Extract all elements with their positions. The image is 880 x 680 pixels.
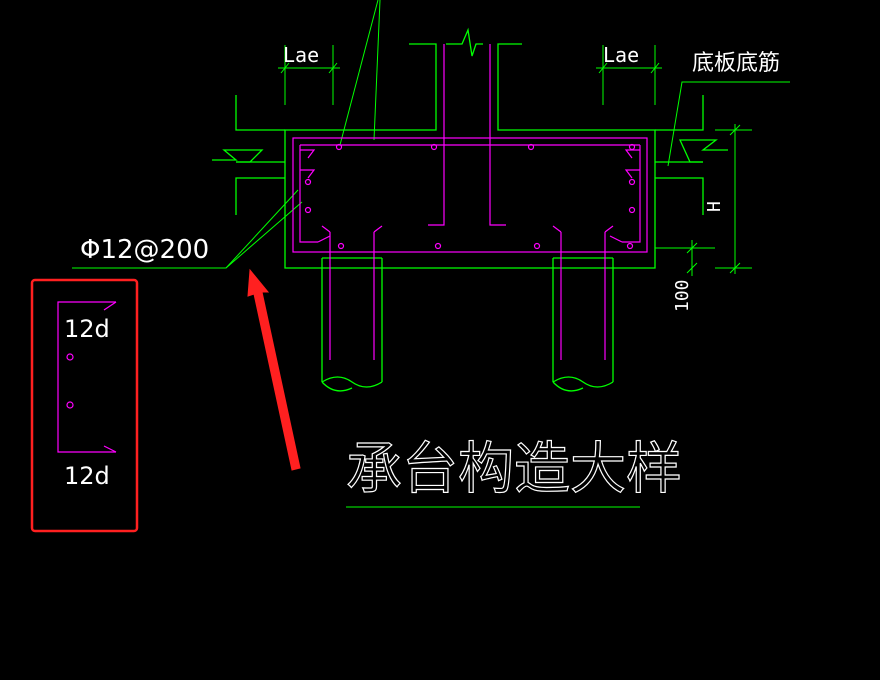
hook-detail [57,301,117,453]
concrete-outline [212,27,728,392]
hook-tr [624,149,640,159]
d100-tick-1 [686,242,698,254]
slab-right-top [655,95,704,131]
hook-detail-dot-2 [66,401,74,409]
top-leader-1 [339,0,379,146]
bottom-plate-rebar-label: 底板底筋 [692,51,780,76]
column-dowel-left [428,44,445,226]
pile-left-break-2 [321,381,353,392]
drawing-title: 承台构造大样 [346,437,682,502]
hook-detail-bottom-hook [103,445,117,453]
hook-tl [300,149,316,159]
rebar-dot [335,143,343,151]
d100-dim-label: 100 [672,279,693,312]
rebar-dot [628,143,636,151]
hook-bl [317,235,331,243]
leader-lines [72,0,790,508]
slab-right-break [678,139,728,163]
top-leader-2 [373,0,381,141]
column-dowel-right [489,44,506,226]
rebar-dot [628,178,636,186]
lae-right-label: Lae [603,43,639,67]
lae-right-tick-2 [650,62,660,74]
slab-left-top [235,95,285,131]
rebar-dot [304,178,312,186]
hook-detail-bar [57,301,116,453]
pile-right-break [552,376,614,388]
bottom-plate-leader [667,81,790,167]
rebar-dot [533,242,541,250]
rebar-dot [527,143,535,151]
hook-detail-top-hook [103,301,117,311]
column-outline-left [284,43,656,269]
rebar-spec-leader-2 [225,189,299,269]
rebar-outer-cage [292,137,648,253]
hook-top-label: 12d [64,315,110,343]
column-break-symbol [446,27,483,57]
h-tick-1 [729,124,741,136]
slab-left-break [212,149,264,163]
pile-left-break [321,376,383,388]
rebar-inner-right [622,145,641,243]
pile-right-break-2 [552,381,584,392]
rebar-dot [628,206,636,214]
lae-left-label: Lae [283,43,319,67]
red-arrow [247,268,301,471]
hook-mr [624,169,640,179]
lae-right-tick-1 [598,62,608,74]
pile-left-bar-hook-2 [373,225,383,233]
rebar-cage [292,44,648,360]
rebar-spec-label: Φ12@200 [80,235,209,265]
hook-bottom-label: 12d [64,462,110,490]
pile-left-bar-hook [321,225,331,233]
h-tick-2 [729,262,741,274]
lae-left-tick-1 [280,62,290,74]
slab-left-bottom [235,177,285,215]
hook-br [609,235,623,243]
text-labels: Lae Lae 底板底筋 Φ12@200 H 100 12d 12d 承台构造大… [64,43,780,503]
h-dim-label: H [704,201,725,212]
slab-right-bottom [655,177,704,215]
highlight-box [30,278,139,533]
rebar-dot [304,206,312,214]
pile-right-bar-hook [552,225,562,233]
rebar-dot [626,242,634,250]
hook-ml [300,169,316,179]
rebar-dot [430,143,438,151]
d100-tick-2 [686,262,698,274]
hook-detail-dot-1 [66,353,74,361]
dimensions [278,45,752,276]
annotation-markup [30,268,301,533]
rebar-inner-left [299,145,318,243]
rebar-dot [337,242,345,250]
lae-left-tick-2 [328,62,338,74]
pile-right-bar-hook-2 [604,225,614,233]
rebar-dot [434,242,442,250]
